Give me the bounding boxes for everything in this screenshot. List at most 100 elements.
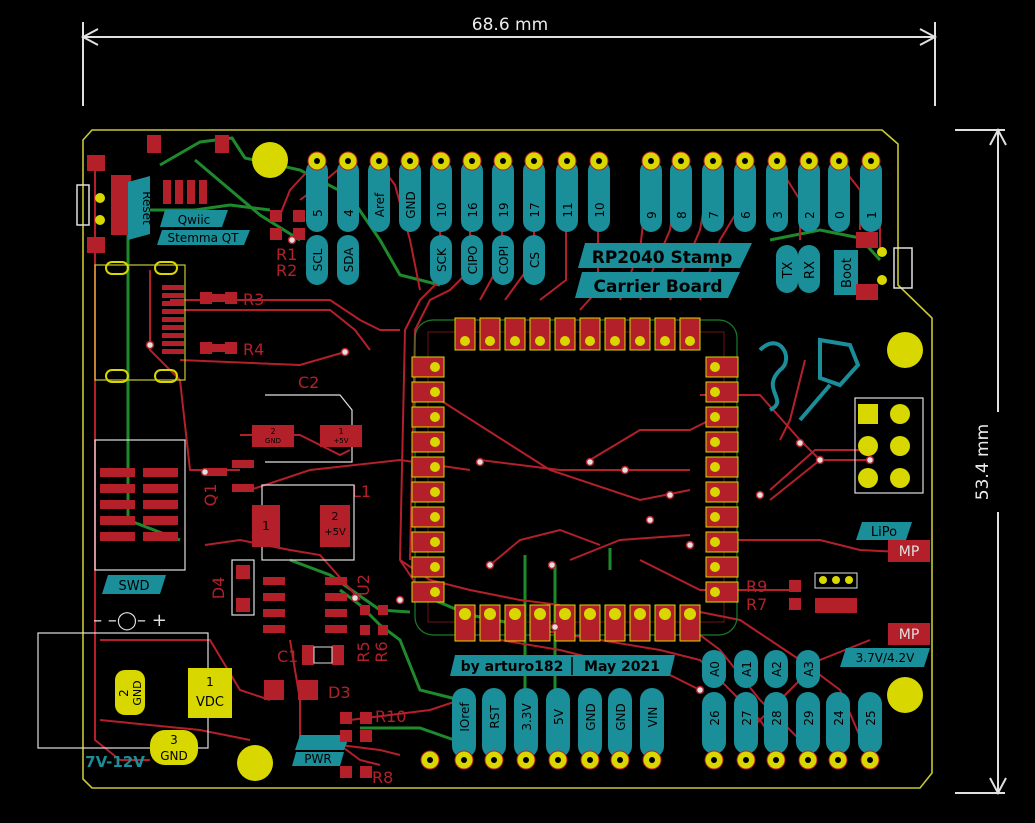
power-label-5v: 5V (552, 708, 566, 725)
top-header-left-group (306, 160, 882, 232)
top-pin-label-12: 7 (707, 211, 721, 219)
top-header: 5 4 Aref GND 10 16 19 17 11 10 9 8 7 6 3… (306, 151, 882, 285)
tx-rx-boot: TX RX Boot (776, 232, 913, 300)
l1-inductor: L1 1 2 +5V (252, 482, 371, 561)
analog-pin-29: 29 (802, 710, 816, 725)
power-label-gnd1: GND (584, 703, 598, 731)
r7-label: R7 (746, 595, 767, 614)
usb-connector (94, 261, 186, 383)
top-pin-label-2: Aref (373, 192, 387, 217)
dc-gnd-label: GND (131, 680, 144, 705)
sub-label-cs: CS (528, 252, 542, 268)
analog-pin-27: 27 (740, 710, 754, 725)
qwiic-label: Qwiic (178, 213, 211, 227)
mounting-hole-bottom-right (887, 677, 923, 713)
c2-pad-left-num: 2 (270, 427, 275, 436)
power-label-gnd2: GND (614, 703, 628, 731)
top-pin-label-16: 0 (833, 211, 847, 219)
credit-name: by arturo182 (461, 659, 564, 675)
sub-label-sck: SCK (435, 247, 449, 272)
r1-r2-resistors: R1 R2 (270, 210, 305, 280)
q1-label: Q1 (201, 484, 220, 507)
top-pin-label-14: 3 (771, 211, 785, 219)
u2-label: U2 (354, 574, 373, 596)
mounting-hole-right (887, 332, 923, 368)
reset-button-footprint: Reset (76, 155, 154, 253)
pwr-label: PWR (304, 752, 331, 766)
d4-diode: D4 (209, 559, 255, 616)
rx-label: RX (803, 261, 818, 279)
analog-label-a3: A3 (802, 661, 816, 677)
d3-label: D3 (328, 683, 351, 702)
analog-pin-24: 24 (832, 710, 846, 725)
analog-label-a2: A2 (770, 661, 784, 677)
r8-label: R8 (372, 768, 393, 787)
mp-label-top: MP (899, 544, 920, 560)
credit-banner: by arturo182 May 2021 (450, 655, 675, 676)
l1-pad-right-net: +5V (324, 527, 346, 538)
mp-label-bottom: MP (899, 627, 920, 643)
dc-vdc-num: 1 (206, 675, 214, 689)
c2-label: C2 (298, 373, 319, 392)
width-dimension (80, 22, 938, 106)
battery-voltage-label: 3.7V/4.2V (856, 651, 915, 665)
power-led-area: R10 PWR R8 (292, 707, 406, 787)
r6-label: R6 (372, 641, 391, 662)
sub-label-cipo: CIPO (466, 246, 480, 275)
stamp-left-col-pads (411, 356, 445, 603)
power-label-3v3: 3.3V (520, 703, 534, 731)
width-dimension-label: 68.6 mm (472, 15, 548, 35)
c2-pad-left-net: GND (265, 437, 281, 445)
board-title-line2: Carrier Board (593, 277, 722, 297)
top-pin-label-5: 16 (466, 202, 480, 217)
top-pin-label-10: 9 (645, 211, 659, 219)
c2-pad-right-num: 1 (338, 427, 343, 436)
l1-pad-left-num: 1 (262, 519, 270, 533)
mounting-hole-top-left (252, 142, 288, 178)
mounting-hole-bottom-left (237, 745, 273, 781)
d3-diode: D3 (264, 680, 351, 702)
soldering-iron-logo (758, 337, 861, 422)
dc-jack: – –◯– + 2 GND 1 VDC 3 GND 7V-12V (37, 610, 232, 771)
r5-r6-resistors: R5 R6 (354, 605, 391, 663)
lipo-label: LiPo (871, 525, 897, 540)
q1-transistor: Q1 (201, 460, 254, 506)
credit-date: May 2021 (584, 659, 660, 675)
sub-label-scl: SCL (311, 248, 325, 271)
boot-label: Boot (840, 258, 855, 288)
vias (145, 235, 875, 695)
top-pin-label-6: 19 (497, 202, 511, 217)
board-title-line1: RP2040 Stamp (592, 248, 733, 268)
stamp-top-row-pads (454, 317, 701, 351)
bottom-power-header: IOref RST 3.3V 5V GND GND VIN (420, 688, 664, 770)
sub-label-copi: COPI (497, 246, 511, 275)
power-label-vin: VIN (646, 707, 660, 728)
top-pin-label-13: 6 (739, 211, 753, 219)
l1-pad-right-num: 2 (332, 510, 339, 523)
r1-label: R1 (276, 245, 297, 264)
sub-label-sda: SDA (342, 247, 356, 273)
top-pin-label-3: GND (404, 191, 418, 219)
r2-label: R2 (276, 261, 297, 280)
dc-polarity-symbol: – –◯– + (93, 610, 167, 631)
dc-gnd2-label: GND (160, 749, 188, 763)
height-dimension-label: 53.4 mm (973, 424, 993, 500)
r3-label: R3 (243, 290, 264, 309)
d4-label: D4 (209, 577, 228, 600)
r10-label: R10 (375, 707, 406, 726)
analog-pin-26: 26 (708, 710, 722, 725)
top-pin-label-8: 11 (561, 202, 575, 217)
top-header-pads (307, 151, 881, 171)
analog-header: A0 A1 A2 A3 26 27 28 29 24 25 (702, 650, 882, 770)
height-dimension (955, 127, 1007, 796)
analog-pin-28: 28 (770, 710, 784, 725)
top-pin-label-7: 17 (528, 202, 542, 217)
power-label-rst: RST (488, 705, 502, 729)
top-pin-label-11: 8 (675, 211, 689, 219)
c2-capacitor: C2 2 GND 1 +5V (252, 373, 362, 463)
analog-label-a1: A1 (740, 661, 754, 677)
power-label-ioref: IOref (458, 702, 472, 732)
c1-label: C1 (277, 647, 298, 666)
title-banner: RP2040 Stamp Carrier Board (575, 243, 752, 298)
